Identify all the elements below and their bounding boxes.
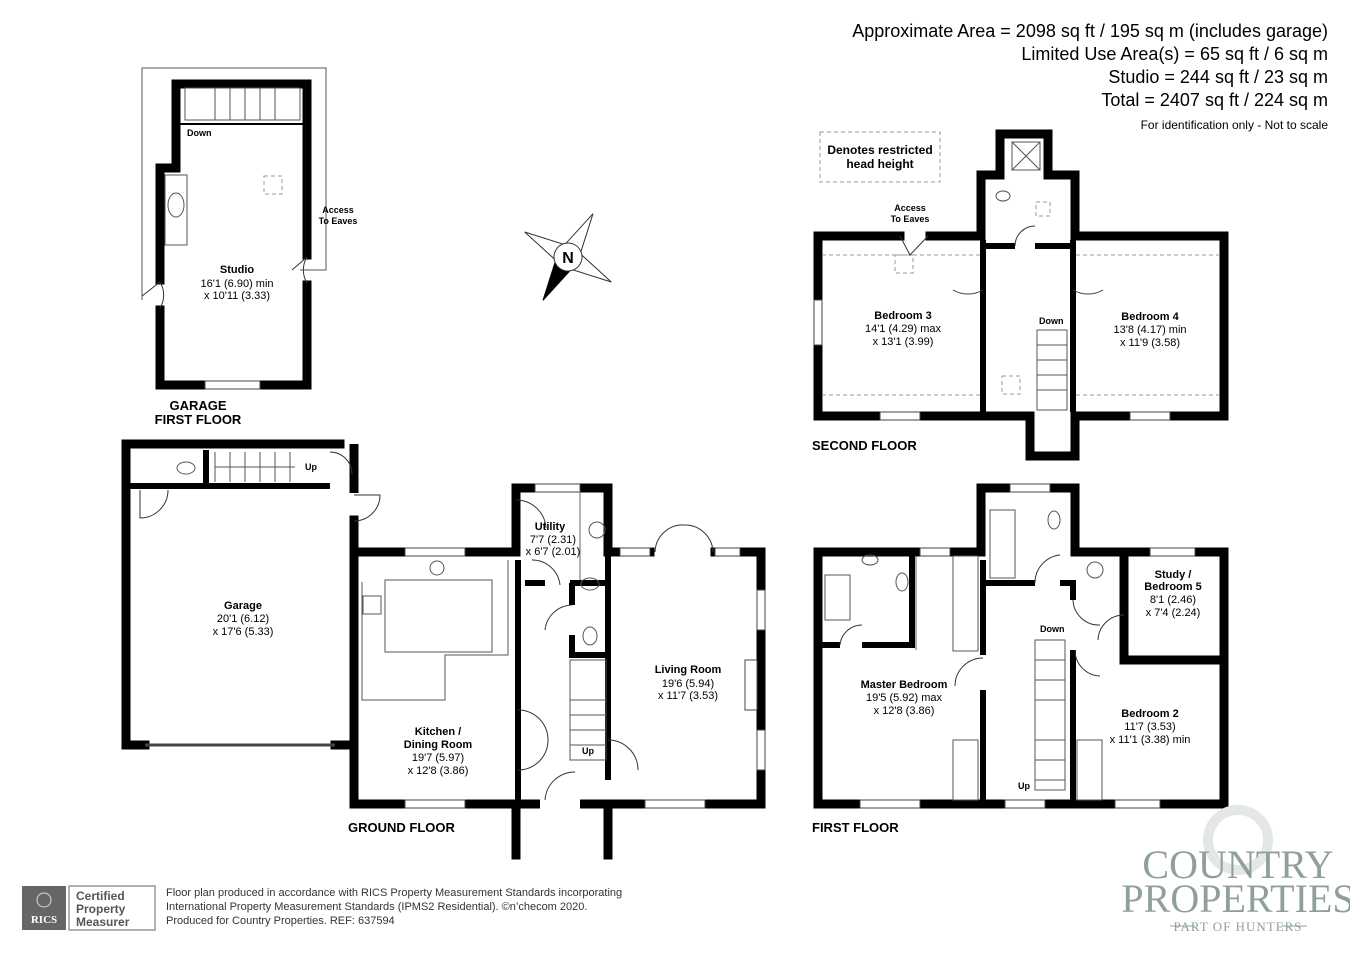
kitchen-dim1: 19'7 (5.97) — [412, 752, 464, 764]
master-dim1: 19'5 (5.92) max — [866, 692, 943, 704]
brand-line2: PROPERTIES — [1121, 876, 1350, 921]
cert-line3: Measurer — [76, 915, 130, 929]
second-eaves-1: Access — [894, 203, 926, 213]
study-name2: Bedroom 5 — [1144, 581, 1201, 593]
stairs — [184, 87, 301, 121]
study-dim2: x 7'4 (2.24) — [1146, 607, 1201, 619]
studio-eaves-1: Access — [322, 205, 354, 215]
area-limited: Limited Use Area(s) = 65 sq ft / 6 sq m — [1021, 44, 1328, 64]
rics-badge: RICS Certified Property Measurer — [22, 885, 156, 931]
floor-label-garage-first-2: FIRST FLOOR — [155, 412, 242, 427]
bed4-dim1: 13'8 (4.17) min — [1113, 324, 1186, 336]
first-stairs-down: Down — [1040, 624, 1065, 634]
area-studio: Studio = 244 sq ft / 23 sq m — [1108, 67, 1328, 87]
floor-label-first: FIRST FLOOR — [812, 820, 899, 835]
kitchen-name2: Dining Room — [404, 739, 473, 751]
floor-label-garage-first-1: GARAGE — [169, 398, 226, 413]
garage-plan: Up Garage 20'1 (6.12) x 17'6 (5.33) — [121, 439, 381, 750]
ground-stairs-up: Up — [582, 746, 594, 756]
compass-n: N — [562, 250, 574, 267]
bed2-dim1: 11'7 (3.53) — [1124, 721, 1175, 733]
living-dim2: x 11'7 (3.53) — [658, 690, 718, 702]
bed4-name: Bedroom 4 — [1121, 311, 1179, 323]
area-total: Total = 2407 sq ft / 224 sq m — [1101, 90, 1328, 110]
footer-text-1: Floor plan produced in accordance with R… — [166, 887, 622, 899]
second-floor-plan: Access To Eaves Down Bedroom 3 14'1 (4.2… — [812, 129, 1229, 461]
restricted-height-legend: Denotes restricted head height — [819, 131, 941, 183]
footer-text-2: International Property Measurement Stand… — [166, 901, 587, 913]
study-name1: Study / — [1155, 569, 1192, 581]
kitchen-name1: Kitchen / — [415, 726, 461, 738]
scale-note: For identification only - Not to scale — [1141, 118, 1329, 132]
utility-dim1: 7'7 (2.31) — [530, 534, 576, 546]
ground-floor-plan: Utility 7'7 (2.31) x 6'7 (2.01) Living R… — [348, 483, 766, 860]
garage-dim1: 20'1 (6.12) — [217, 613, 269, 625]
footer-text-3: Produced for Country Properties. REF: 63… — [166, 915, 395, 927]
second-stairs-down: Down — [1039, 316, 1064, 326]
second-eaves-2: To Eaves — [891, 214, 930, 224]
compass-icon: N — [524, 213, 612, 301]
bed4-dim2: x 11'9 (3.58) — [1120, 337, 1180, 349]
utility-name: Utility — [535, 521, 566, 533]
brand-line1: COUNTRY — [1142, 842, 1333, 887]
first-floor-plan: Down Up Master Bedroom 19'5 (5.92) max x… — [812, 483, 1229, 835]
studio-dim1: 16'1 (6.90) min — [200, 278, 273, 290]
brand-line3: PART OF HUNTERS — [1173, 919, 1302, 934]
studio-stairs-down: Down — [187, 128, 212, 138]
garage-stairs-up: Up — [305, 462, 317, 472]
garage-name: Garage — [224, 600, 262, 612]
studio-plan: Down Access To Eaves Studio 16'1 (6.90) … — [141, 67, 358, 427]
bed2-dim2: x 11'1 (3.38) min — [1110, 734, 1191, 746]
studio-eaves-2: To Eaves — [319, 216, 358, 226]
area-approx: Approximate Area = 2098 sq ft / 195 sq m… — [852, 21, 1328, 41]
floor-label-ground: GROUND FLOOR — [348, 820, 455, 835]
cert-line1: Certified — [76, 889, 125, 903]
garage-dim2: x 17'6 (5.33) — [213, 626, 274, 638]
legend-line2: head height — [846, 157, 913, 171]
bed2-name: Bedroom 2 — [1121, 708, 1178, 720]
kitchen-dim2: x 12'8 (3.86) — [408, 765, 469, 777]
study-dim1: 8'1 (2.46) — [1150, 594, 1196, 606]
bed3-dim2: x 13'1 (3.99) — [873, 336, 934, 348]
master-name: Master Bedroom — [861, 679, 948, 691]
utility-dim2: x 6'7 (2.01) — [526, 546, 581, 558]
floor-label-second: SECOND FLOOR — [812, 438, 917, 453]
area-summary: Approximate Area = 2098 sq ft / 195 sq m… — [852, 21, 1328, 132]
legend-line1: Denotes restricted — [827, 143, 932, 157]
bed3-name: Bedroom 3 — [874, 310, 931, 322]
cert-line2: Property — [76, 902, 126, 916]
living-dim1: 19'6 (5.94) — [662, 678, 714, 690]
bed3-dim1: 14'1 (4.29) max — [865, 323, 942, 335]
master-dim2: x 12'8 (3.86) — [874, 705, 935, 717]
rics-logo-text: RICS — [31, 914, 57, 926]
country-properties-logo: COUNTRY PROPERTIES PART OF HUNTERS — [1121, 805, 1350, 934]
first-stairs-up: Up — [1018, 781, 1030, 791]
living-name: Living Room — [655, 664, 722, 676]
studio-dim2: x 10'11 (3.33) — [204, 290, 270, 302]
studio-name: Studio — [220, 264, 254, 276]
